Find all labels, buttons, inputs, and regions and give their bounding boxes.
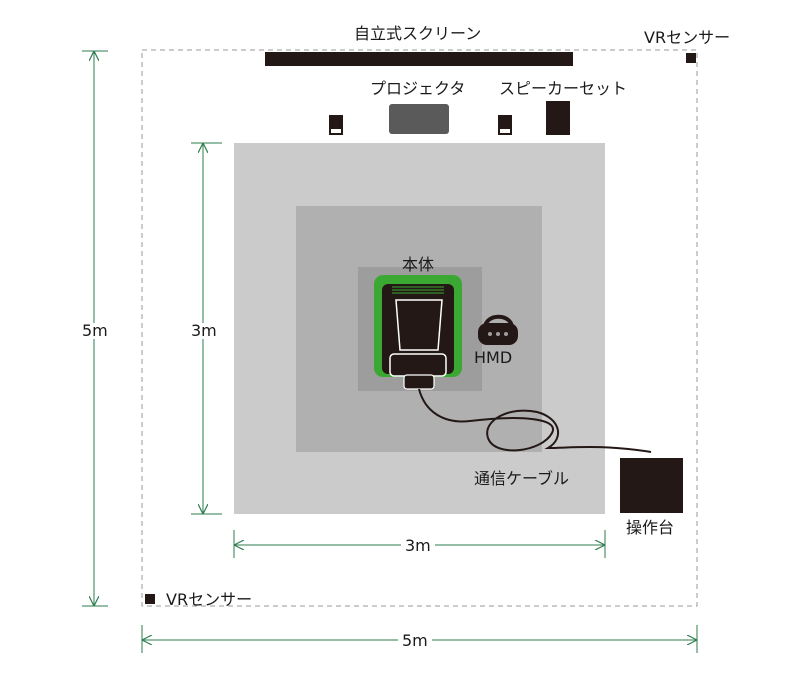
cable-label: 通信ケーブル [474,469,570,488]
screen-label: 自立式スクリーン [354,24,482,43]
hmd-label: HMD [474,348,513,367]
vr-sensor-bottom [145,594,155,604]
projector [389,104,449,134]
vr-sensor-top [686,53,696,63]
console [620,458,683,513]
console-label: 操作台 [626,518,675,537]
screen [265,52,573,66]
vr-sensor-top-label: VRセンサー [644,28,731,47]
speaker-icon [498,115,512,135]
outer-width-label: 5m [398,633,432,649]
outer-height-label: 5m [78,323,112,339]
inner-height-label: 3m [187,323,221,339]
communication-cable [418,388,652,453]
seat-icon [382,284,454,390]
speaker-icon [329,115,343,135]
vr-sensor-bottom-label: VRセンサー [166,590,253,609]
room-boundary [141,49,698,607]
unit-label: 本体 [402,255,435,274]
speaker-set-label: スピーカーセット [499,79,628,98]
projector-label: プロジェクタ [370,79,466,98]
hmd-icon [478,314,518,345]
inner-width-label: 3m [401,538,435,554]
speaker-subwoofer [546,101,570,135]
